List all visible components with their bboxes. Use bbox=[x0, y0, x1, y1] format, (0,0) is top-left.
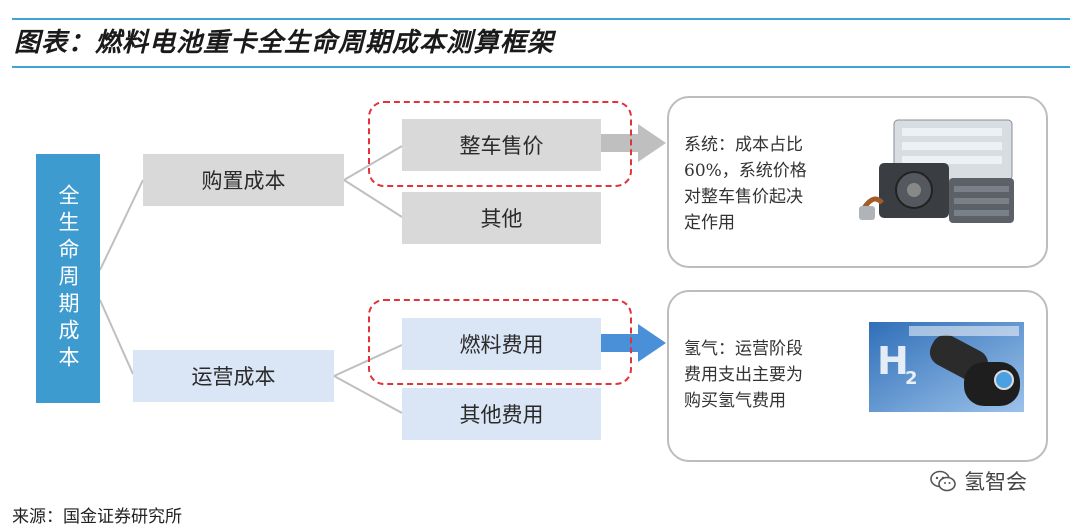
other-cost-label: 其他费用 bbox=[459, 403, 544, 427]
system-description: 系统：成本占比 60%，系统价格 对整车售价起决 定作用 bbox=[684, 132, 844, 236]
system-line: 对整车售价起决 bbox=[684, 187, 803, 207]
hydrogen-nozzle-image: H 2 bbox=[869, 322, 1024, 412]
watermark: 氢智会 bbox=[930, 466, 1027, 496]
source-note: 来源：国金证券研究所 bbox=[12, 507, 182, 527]
blue-arrow bbox=[601, 324, 666, 362]
gray-arrow bbox=[601, 124, 666, 162]
highlight-vehicle-price bbox=[368, 101, 632, 187]
fuel-cell-system-image bbox=[859, 119, 1014, 223]
connector-purchase-price bbox=[343, 145, 403, 181]
connector-root-purchase bbox=[99, 179, 144, 271]
hydrogen-line: 氢气：运营阶段 bbox=[684, 339, 803, 359]
svg-text:2: 2 bbox=[905, 368, 918, 389]
operation-cost-box: 运营成本 bbox=[133, 350, 334, 402]
system-card: 系统：成本占比 60%，系统价格 对整车售价起决 定作用 bbox=[667, 96, 1048, 268]
system-line: 系统：成本占比 bbox=[684, 135, 803, 155]
purchase-other-box: 其他 bbox=[402, 192, 601, 244]
connector-operation-other bbox=[333, 375, 403, 414]
title-rule bbox=[12, 66, 1070, 68]
top-rule bbox=[12, 18, 1070, 20]
wechat-icon bbox=[930, 470, 956, 492]
vehicle-price-label: 整车售价 bbox=[459, 134, 544, 158]
svg-text:H: H bbox=[877, 339, 909, 383]
system-line: 60%，系统价格 bbox=[684, 161, 807, 181]
connector-purchase-other bbox=[343, 179, 403, 218]
fuel-cost-box: 燃料费用 bbox=[402, 318, 601, 370]
watermark-label: 氢智会 bbox=[964, 470, 1027, 494]
highlight-fuel-cost bbox=[368, 299, 632, 385]
purchase-cost-label: 购置成本 bbox=[201, 169, 286, 193]
other-cost-box: 其他费用 bbox=[402, 388, 601, 440]
operation-cost-label: 运营成本 bbox=[191, 365, 276, 389]
vehicle-price-box: 整车售价 bbox=[402, 119, 601, 171]
hydrogen-line: 费用支出主要为 bbox=[684, 365, 803, 385]
hydrogen-description: 氢气：运营阶段 费用支出主要为 购买氢气费用 bbox=[684, 336, 844, 414]
hydrogen-line: 购买氢气费用 bbox=[684, 391, 786, 411]
connector-root-operation bbox=[99, 299, 134, 375]
purchase-other-label: 其他 bbox=[480, 207, 523, 231]
root-lifecycle-cost: 全生命周期成本 bbox=[36, 154, 100, 403]
fuel-cost-label: 燃料费用 bbox=[459, 333, 544, 357]
hydrogen-card: 氢气：运营阶段 费用支出主要为 购买氢气费用 H 2 bbox=[667, 290, 1048, 462]
system-line: 定作用 bbox=[684, 213, 735, 233]
purchase-cost-box: 购置成本 bbox=[143, 154, 344, 206]
page-title: 图表：燃料电池重卡全生命周期成本测算框架 bbox=[14, 28, 555, 58]
